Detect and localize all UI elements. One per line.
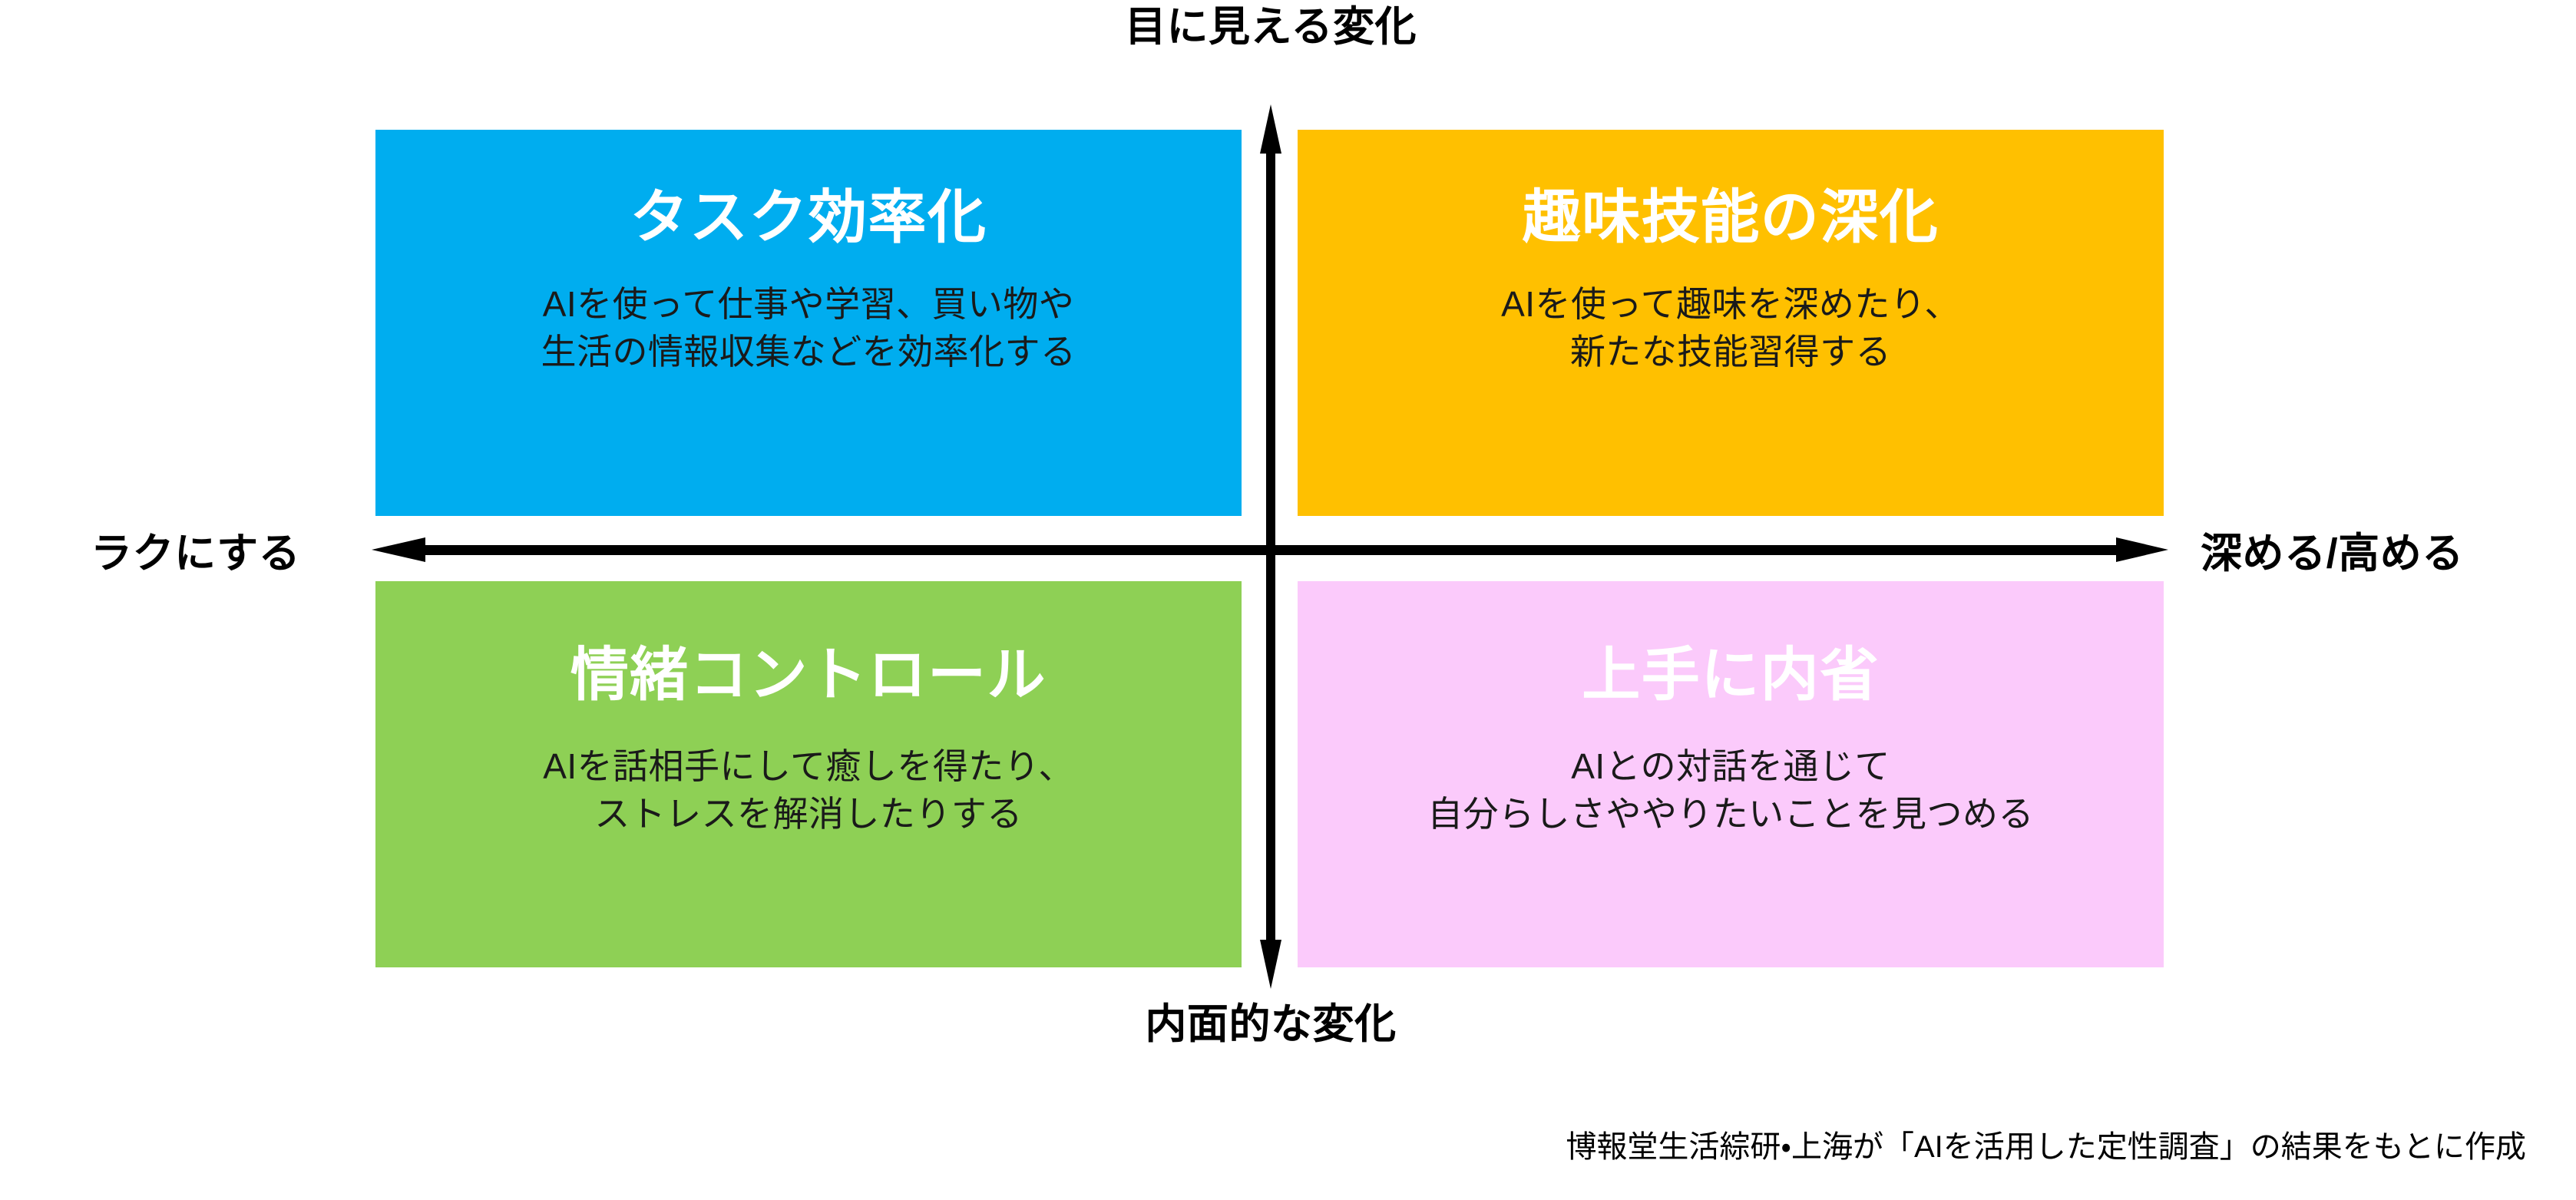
axis-label-left: ラクにする [91, 531, 301, 577]
quadrant-bottom-left-title: 情緒コントロール [570, 643, 1047, 708]
axis-label-right: 深める/高める [2201, 531, 2464, 577]
quadrant-bottom-left[interactable]: 情緒コントロール AIを話相手にして癒しを得たり、 ストレスを解消したりする [375, 581, 1242, 967]
source-note: 博報堂生活綜研・上海が「AIを活用した定性調査」の結果をもとに作成 [1566, 1130, 2526, 1164]
quadrant-bottom-right-body-line-2: 自分らしさややりたいことを見つめる [1427, 794, 2034, 835]
quadrant-top-left[interactable]: タスク効率化 AIを使って仕事や学習、買い物や 生活の情報収集などを効率化する [375, 130, 1242, 516]
quadrant-bottom-left-body-line-2: ストレスを解消したりする [594, 794, 1023, 835]
quadrant-top-right-body-line-2: 新たな技能習得する [1569, 332, 1892, 372]
quadrant-top-left-title: タスク効率化 [630, 185, 987, 250]
quadrant-top-left-body: AIを使って仕事や学習、買い物や 生活の情報収集などを効率化する [541, 280, 1076, 375]
quadrant-bottom-right[interactable]: 上手に内省 AIとの対話を通じて 自分らしさややりたいことを見つめる [1298, 581, 2164, 967]
quadrant-top-right-body: AIを使って趣味を深めたり、 新たな技能習得する [1501, 280, 1960, 375]
quadrant-top-right-title: 趣味技能の深化 [1522, 185, 1939, 250]
horizontal-axis-arrow-icon [372, 537, 2168, 562]
axis-label-top: 目に見える変化 [1124, 4, 1417, 50]
quadrant-bottom-left-body-line-1: AIを話相手にして癒しを得たり、 [543, 746, 1074, 787]
quadrant-bottom-left-body: AIを話相手にして癒しを得たり、 ストレスを解消したりする [543, 742, 1074, 838]
quadrant-bottom-right-body-line-1: AIとの対話を通じて [1571, 746, 1890, 787]
quadrant-bottom-right-title: 上手に内省 [1582, 643, 1880, 708]
quadrant-top-right-body-line-1: AIを使って趣味を深めたり、 [1501, 284, 1960, 325]
quadrant-bottom-right-body: AIとの対話を通じて 自分らしさややりたいことを見つめる [1427, 742, 2034, 838]
quadrant-top-left-body-line-1: AIを使って仕事や学習、買い物や [542, 284, 1075, 325]
axis-label-bottom: 内面的な変化 [1145, 1001, 1397, 1047]
quadrant-top-right[interactable]: 趣味技能の深化 AIを使って趣味を深めたり、 新たな技能習得する [1298, 130, 2164, 516]
quadrant-top-left-body-line-2: 生活の情報収集などを効率化する [541, 332, 1076, 372]
